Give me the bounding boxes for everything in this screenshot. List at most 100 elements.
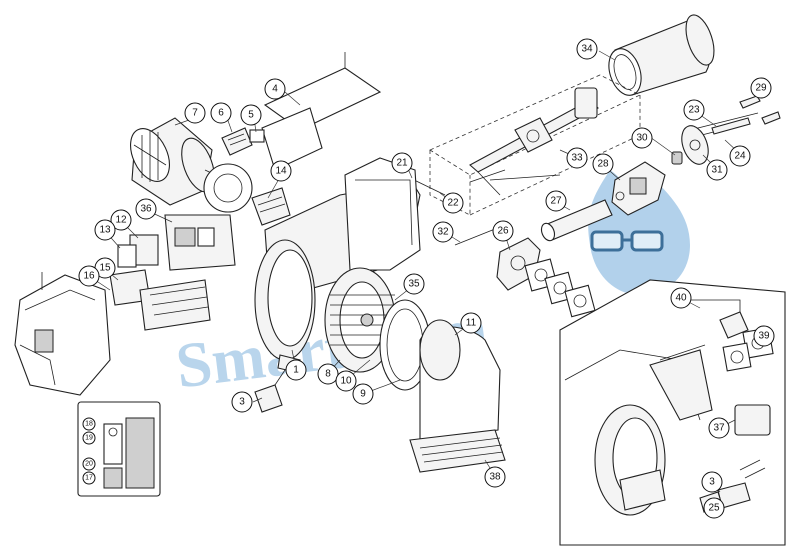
svg-text:36: 36 <box>140 204 152 215</box>
svg-text:18: 18 <box>85 421 93 428</box>
svg-text:33: 33 <box>571 153 583 164</box>
callout-40: 40 <box>670 287 692 309</box>
svg-text:20: 20 <box>85 461 93 468</box>
callout-9: 9 <box>352 383 374 405</box>
part-34-blast-tube <box>608 14 715 96</box>
callout-3: 3 <box>231 391 253 413</box>
part-27-cylinder <box>540 199 613 242</box>
part-36-control-box <box>164 214 236 271</box>
callout-35: 35 <box>403 273 425 295</box>
part-28-valve-block <box>611 161 666 216</box>
svg-text:30: 30 <box>636 133 648 144</box>
svg-text:15: 15 <box>99 263 111 274</box>
svg-text:3: 3 <box>239 397 245 408</box>
callout-12: 12 <box>110 209 132 231</box>
svg-text:7: 7 <box>192 108 198 119</box>
callout-30: 30 <box>631 127 653 149</box>
svg-text:10: 10 <box>340 376 352 387</box>
svg-text:23: 23 <box>688 105 700 116</box>
svg-text:3: 3 <box>709 477 715 488</box>
svg-text:5: 5 <box>248 110 254 121</box>
svg-text:29: 29 <box>755 83 767 94</box>
callout-28: 28 <box>592 153 614 175</box>
svg-text:34: 34 <box>581 44 593 55</box>
svg-text:28: 28 <box>597 159 609 170</box>
svg-text:12: 12 <box>115 215 127 226</box>
callout-18: 18 <box>82 417 96 431</box>
callout-26: 26 <box>492 220 514 242</box>
svg-text:40: 40 <box>675 293 687 304</box>
callout-32: 32 <box>432 221 454 243</box>
callout-23: 23 <box>683 99 705 121</box>
callout-24: 24 <box>729 145 751 167</box>
callout-17: 17 <box>82 471 96 485</box>
callout-33: 33 <box>566 147 588 169</box>
part-14-terminal-block <box>251 187 291 226</box>
callout-21: 21 <box>391 152 413 174</box>
part-26-flange-gaskets <box>496 237 596 318</box>
svg-text:13: 13 <box>99 225 111 236</box>
callout-22: 22 <box>442 192 464 214</box>
part-38-filter-grid <box>409 429 506 473</box>
svg-text:6: 6 <box>218 108 224 119</box>
callout-15: 15 <box>94 257 116 279</box>
svg-text:14: 14 <box>275 166 287 177</box>
callout-29: 29 <box>750 77 772 99</box>
part-4-cover-plate <box>261 52 382 171</box>
svg-text:39: 39 <box>758 331 770 342</box>
callout-39: 39 <box>753 325 775 347</box>
callout-4: 4 <box>264 78 286 100</box>
svg-text:31: 31 <box>711 165 723 176</box>
callout-37: 37 <box>708 417 730 439</box>
callout-16: 16 <box>78 265 100 287</box>
svg-text:32: 32 <box>437 227 449 238</box>
svg-text:19: 19 <box>85 435 93 442</box>
svg-text:35: 35 <box>408 279 420 290</box>
callout-36: 36 <box>135 198 157 220</box>
svg-text:25: 25 <box>708 503 720 514</box>
svg-text:24: 24 <box>734 151 746 162</box>
callout-5: 5 <box>240 104 262 126</box>
part-33-nozzle-assembly <box>429 74 641 216</box>
callout-31: 31 <box>706 159 728 181</box>
svg-text:26: 26 <box>497 226 509 237</box>
callout-1: 1 <box>285 359 307 381</box>
callout-27: 27 <box>545 190 567 212</box>
part-29-23-24-electrodes <box>689 95 781 139</box>
part-35-fan <box>324 267 396 373</box>
callout-6: 6 <box>210 102 232 124</box>
callout-38: 38 <box>484 466 506 488</box>
part-13-transformer <box>117 244 137 268</box>
inset-control-panel <box>77 401 161 497</box>
callout-14: 14 <box>270 160 292 182</box>
callout-7: 7 <box>184 102 206 124</box>
part-6-capacitor <box>221 127 253 156</box>
svg-text:37: 37 <box>713 423 725 434</box>
callout-20: 20 <box>82 457 96 471</box>
part-11-air-box <box>419 319 501 441</box>
part-31-diffuser-disk <box>681 125 709 165</box>
svg-text:16: 16 <box>83 271 95 282</box>
callout-19: 19 <box>82 431 96 445</box>
part-main-cover <box>14 272 111 396</box>
callout-11: 11 <box>460 312 482 334</box>
svg-text:17: 17 <box>85 475 93 482</box>
svg-text:22: 22 <box>447 198 459 209</box>
callout-34: 34 <box>576 38 598 60</box>
part-5-terminal <box>249 129 265 143</box>
part-15-terminal-strip <box>109 269 211 331</box>
callout-8: 8 <box>317 363 339 385</box>
svg-text:27: 27 <box>550 196 562 207</box>
svg-text:11: 11 <box>466 318 477 329</box>
svg-text:9: 9 <box>360 389 366 400</box>
part-3-pressure-switch <box>254 369 286 413</box>
svg-text:38: 38 <box>489 472 501 483</box>
callout-10: 10 <box>335 370 357 392</box>
callout-3-detail: 3 <box>701 471 723 493</box>
callout-25: 25 <box>703 497 725 519</box>
svg-text:4: 4 <box>272 84 278 95</box>
part-housing <box>254 157 421 373</box>
svg-text:8: 8 <box>325 369 331 380</box>
svg-text:1: 1 <box>293 365 299 376</box>
